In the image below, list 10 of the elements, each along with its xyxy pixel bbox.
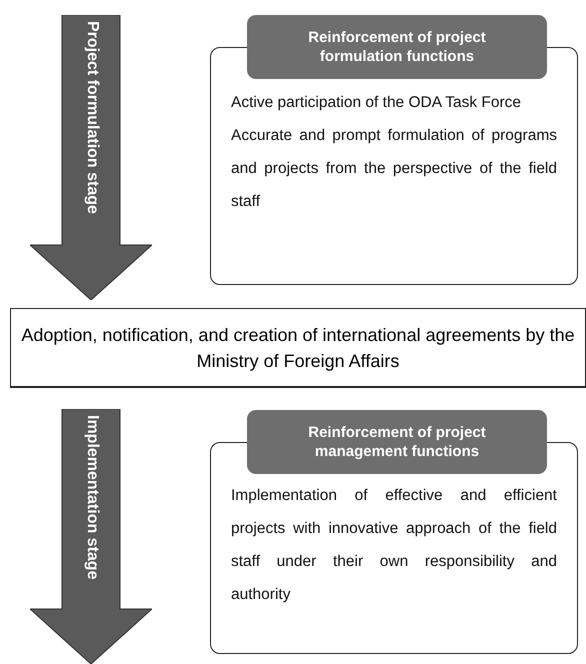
stage-arrow <box>30 15 152 300</box>
card-text: Active participation of the ODA Task Force <box>231 93 522 113</box>
stage-label: Project formulation stage <box>83 21 101 214</box>
stage-label: Implementation stage <box>83 415 101 580</box>
card-heading: Reinforcement of project formulation functions <box>247 15 547 79</box>
card-text: Accurate and prompt formulation of programs and projects from the perspective of the field staff <box>231 126 557 212</box>
card-text: Implementation of effective and efficient projects with innovative approach of the field staff under their own responsibility and authority <box>231 486 557 605</box>
card-heading: Reinforcement of project management functions <box>247 410 547 474</box>
stage-arrow <box>30 409 152 664</box>
process-box: Adoption, notification, and creation of international agreements by the Ministry of Foreign Affairs <box>10 308 586 388</box>
